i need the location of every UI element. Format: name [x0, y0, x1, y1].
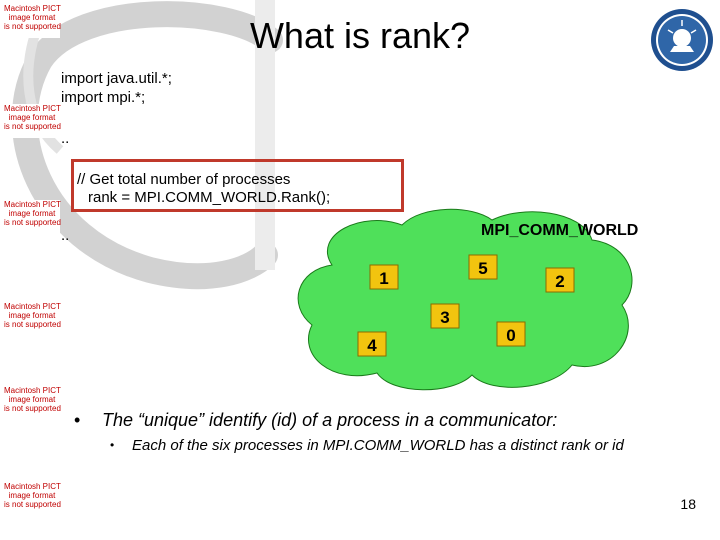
bullet-sub: • Each of the six processes in MPI.COMM_… — [110, 436, 710, 455]
page-number: 18 — [680, 496, 696, 512]
code-rank-statement: rank = MPI.COMM_WORLD.Rank(); — [88, 189, 331, 206]
bullet-marker: • — [74, 410, 81, 430]
code-ellipsis: .. — [61, 130, 70, 147]
bullet-main-text: The “unique” identify (id) of a process … — [102, 410, 558, 430]
code-highlight-box — [71, 159, 404, 212]
process-node: 4 — [357, 331, 387, 357]
bullet-main: • The “unique” identify (id) of a process… — [74, 408, 557, 432]
code-ellipsis: .. — [61, 227, 70, 244]
process-rank-label: 4 — [367, 336, 377, 355]
process-rank-label: 1 — [379, 269, 388, 288]
communicator-cloud-diagram: MPI_COMM_WORLD 1 5 2 3 0 4 — [297, 208, 638, 391]
process-node: 5 — [468, 254, 498, 280]
process-rank-label: 0 — [506, 326, 515, 345]
code-line-import-java: import java.util.*; — [61, 70, 172, 87]
process-node: 1 — [369, 264, 399, 290]
process-node: 3 — [430, 303, 460, 329]
code-line-import-mpi: import mpi.*; — [61, 89, 146, 106]
slide-title: What is rank? — [249, 15, 471, 56]
bullet-marker: • — [110, 438, 115, 452]
process-rank-label: 2 — [555, 272, 564, 291]
process-node: 2 — [545, 267, 575, 293]
process-rank-label: 5 — [478, 259, 487, 278]
process-rank-label: 3 — [440, 308, 449, 327]
bullet-sub-text: Each of the six processes in MPI.COMM_WO… — [132, 437, 624, 454]
communicator-label: MPI_COMM_WORLD — [481, 222, 638, 239]
code-comment: // Get total number of processes — [77, 171, 291, 188]
process-node: 0 — [496, 321, 526, 347]
university-seal-logo — [651, 9, 713, 71]
